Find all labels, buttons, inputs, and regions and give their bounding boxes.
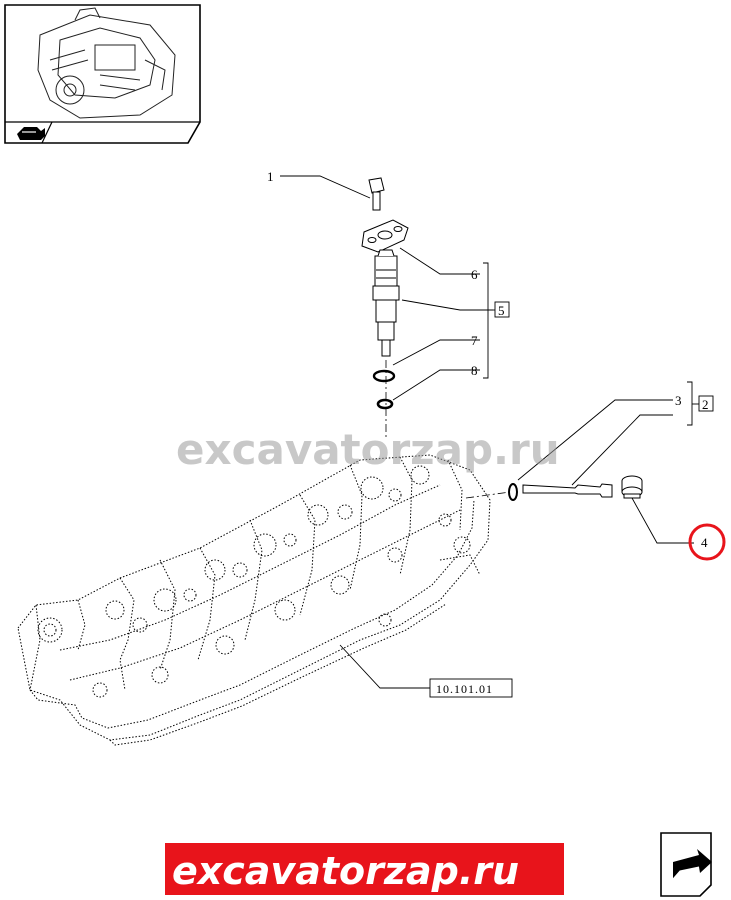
highlight-circle <box>688 523 726 561</box>
callout-2-box <box>698 395 714 412</box>
injector-part <box>372 249 400 357</box>
oring-part <box>372 369 396 383</box>
clamp-part <box>361 219 409 253</box>
bolt-part <box>368 177 385 211</box>
callout-6: 6 <box>471 267 478 282</box>
plug-part <box>621 475 643 499</box>
watermark-text: excavatorzap.ru <box>176 425 560 474</box>
callout-7: 7 <box>471 333 478 348</box>
reference-label[interactable]: 10.101.01 <box>436 682 493 696</box>
next-page-arrow-icon[interactable] <box>660 832 712 897</box>
banner[interactable] <box>165 843 564 895</box>
connector-tube-part <box>508 483 613 501</box>
callout-5-box <box>494 301 510 318</box>
cylinder-head-details <box>37 465 471 698</box>
book-arrow-icon <box>17 127 45 140</box>
callout-1: 1 <box>267 169 274 184</box>
callout-2: 2 <box>702 397 709 412</box>
callout-3: 3 <box>675 393 682 408</box>
banner-text: excavatorzap.ru <box>172 849 519 893</box>
callout-8: 8 <box>471 363 478 378</box>
washer-part <box>376 398 394 410</box>
cylinder-head-part <box>17 454 491 746</box>
callout-4[interactable]: 4 <box>701 535 708 550</box>
reference-box <box>429 678 513 698</box>
callout-5: 5 <box>498 303 505 318</box>
engine-thumbnail-icon[interactable] <box>4 4 201 144</box>
leader-lines <box>280 175 699 689</box>
